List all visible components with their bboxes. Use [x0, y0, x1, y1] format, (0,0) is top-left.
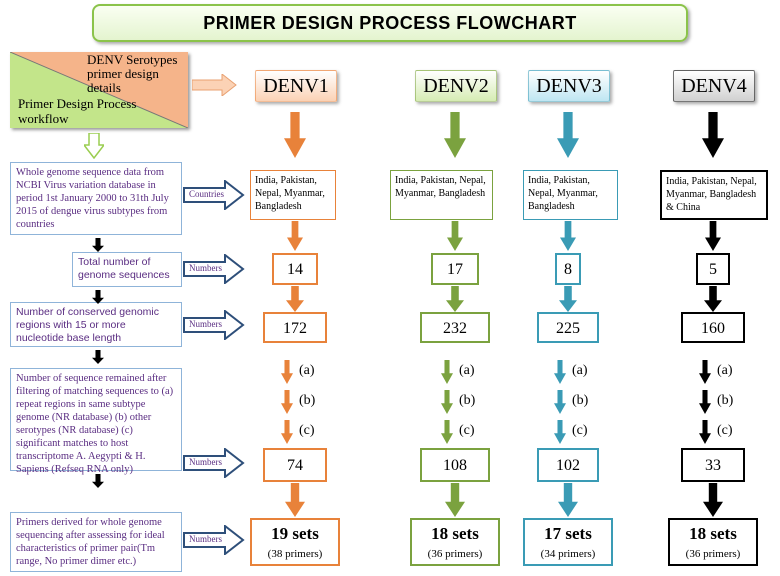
- down-arrow-icon: [703, 483, 723, 517]
- down-arrow-icon: [441, 390, 453, 414]
- sets-count: 17 sets: [544, 524, 592, 543]
- right-arrow-numbers: Numbers: [183, 446, 245, 480]
- right-arrow-numbers: Numbers: [183, 308, 245, 342]
- down-arrow-icon: [554, 360, 566, 384]
- down-arrow-icon: [447, 221, 463, 251]
- diagonal-split: [10, 52, 188, 128]
- remaining-box: 108: [420, 448, 490, 482]
- step-genome-data: Whole genome sequence data from NCBI Vir…: [10, 162, 182, 235]
- primer-sets-box: 18 sets (36 primers): [668, 518, 758, 566]
- down-arrow-icon: [699, 360, 711, 384]
- down-arrow-icon: [446, 286, 464, 312]
- down-arrow-icon: [704, 286, 722, 312]
- sets-count: 18 sets: [431, 524, 479, 543]
- right-arrow-countries: Countries: [183, 178, 245, 212]
- down-arrow-icon: [699, 420, 711, 444]
- arrow-label: Numbers: [189, 263, 222, 273]
- down-arrow-icon: [92, 350, 104, 364]
- down-arrow-icon: [699, 390, 711, 414]
- primers-count: (36 primers): [427, 548, 483, 560]
- primers-count: (34 primers): [540, 548, 596, 560]
- filter-label: (b): [459, 393, 476, 408]
- down-arrow-icon: [441, 360, 453, 384]
- filter-label: (b): [299, 393, 316, 408]
- down-arrow-icon: [558, 483, 578, 517]
- down-arrow-icon: [92, 238, 104, 252]
- down-arrow-icon: [286, 286, 304, 312]
- right-arrow-icon: [192, 74, 237, 96]
- genome-count-box: 5: [696, 253, 730, 285]
- down-arrow-icon: [281, 420, 293, 444]
- serotype-header-denv4: DENV4: [673, 70, 755, 102]
- filter-label: (a): [572, 363, 588, 378]
- remaining-box: 33: [681, 448, 745, 482]
- down-arrow-icon: [554, 420, 566, 444]
- down-arrow-icon: [92, 290, 104, 304]
- down-arrow-icon: [287, 221, 303, 251]
- primers-count: (38 primers): [267, 548, 323, 560]
- step-genome-count: Total number of genome sequences: [72, 252, 182, 287]
- down-arrow-icon: [285, 483, 305, 517]
- primer-sets-box: 18 sets (36 primers): [410, 518, 500, 566]
- down-arrow-icon: [441, 420, 453, 444]
- primer-sets-box: 19 sets (38 primers): [250, 518, 340, 566]
- step-filtering: Number of sequence remained after filter…: [10, 368, 182, 475]
- genome-count-box: 8: [555, 253, 581, 285]
- serotype-header-denv3: DENV3: [528, 70, 610, 102]
- workflow-label: Primer Design Process workflow: [18, 96, 137, 126]
- step-conserved-regions: Number of conserved genomic regions with…: [10, 302, 182, 347]
- right-arrow-numbers: Numbers: [183, 252, 245, 286]
- remaining-box: 74: [263, 448, 327, 482]
- legend-header-box: DENV Serotypes primer design details Pri…: [10, 52, 188, 128]
- filter-label: (c): [459, 423, 475, 438]
- down-arrow-icon: [554, 390, 566, 414]
- page-title: PRIMER DESIGN PROCESS FLOWCHART: [92, 4, 688, 42]
- down-arrow-icon: [281, 390, 293, 414]
- arrow-label: Countries: [189, 189, 224, 199]
- filter-label: (c): [299, 423, 315, 438]
- down-arrow-icon: [702, 112, 724, 158]
- serotype-header-denv2: DENV2: [415, 70, 497, 102]
- right-arrow-numbers: Numbers: [183, 523, 245, 557]
- down-arrow-icon: [560, 221, 576, 251]
- arrow-label: Numbers: [189, 319, 222, 329]
- arrow-label: Numbers: [189, 457, 222, 467]
- down-arrow-icon: [445, 483, 465, 517]
- filter-label: (a): [717, 363, 733, 378]
- serotype-details-label: DENV Serotypes primer design details: [87, 52, 178, 95]
- countries-box: India, Pakistan, Nepal, Myanmar, Banglad…: [660, 170, 768, 220]
- conserved-regions-box: 160: [681, 312, 745, 343]
- conserved-regions-box: 225: [537, 312, 599, 343]
- down-arrow-icon: [92, 474, 104, 488]
- primer-sets-box: 17 sets (34 primers): [523, 518, 613, 566]
- countries-box: India, Pakistan, Nepal, Myanmar, Banglad…: [390, 170, 493, 220]
- filter-label: (c): [717, 423, 733, 438]
- primers-count: (36 primers): [685, 548, 741, 560]
- filter-label: (b): [717, 393, 734, 408]
- down-arrow-icon: [281, 360, 293, 384]
- arrow-label: Numbers: [189, 534, 222, 544]
- sets-count: 19 sets: [271, 524, 319, 543]
- step-primers-derived: Primers derived for whole genome sequenc…: [10, 512, 182, 572]
- down-arrow-icon: [557, 112, 579, 158]
- filter-label: (b): [572, 393, 589, 408]
- down-arrow-icon: [284, 112, 306, 158]
- filter-label: (a): [459, 363, 475, 378]
- conserved-regions-box: 172: [263, 312, 327, 343]
- serotype-header-denv1: DENV1: [255, 70, 337, 102]
- down-arrow-icon: [84, 133, 104, 159]
- genome-count-box: 14: [272, 253, 318, 285]
- filter-label: (a): [299, 363, 315, 378]
- filter-label: (c): [572, 423, 588, 438]
- countries-box: India, Pakistan, Nepal, Myanmar, Banglad…: [250, 170, 336, 220]
- down-arrow-icon: [444, 112, 466, 158]
- genome-count-box: 17: [431, 253, 479, 285]
- down-arrow-icon: [559, 286, 577, 312]
- conserved-regions-box: 232: [420, 312, 490, 343]
- remaining-box: 102: [537, 448, 599, 482]
- sets-count: 18 sets: [689, 524, 737, 543]
- down-arrow-icon: [705, 221, 721, 251]
- countries-box: India, Pakistan, Nepal, Myanmar, Banglad…: [523, 170, 618, 220]
